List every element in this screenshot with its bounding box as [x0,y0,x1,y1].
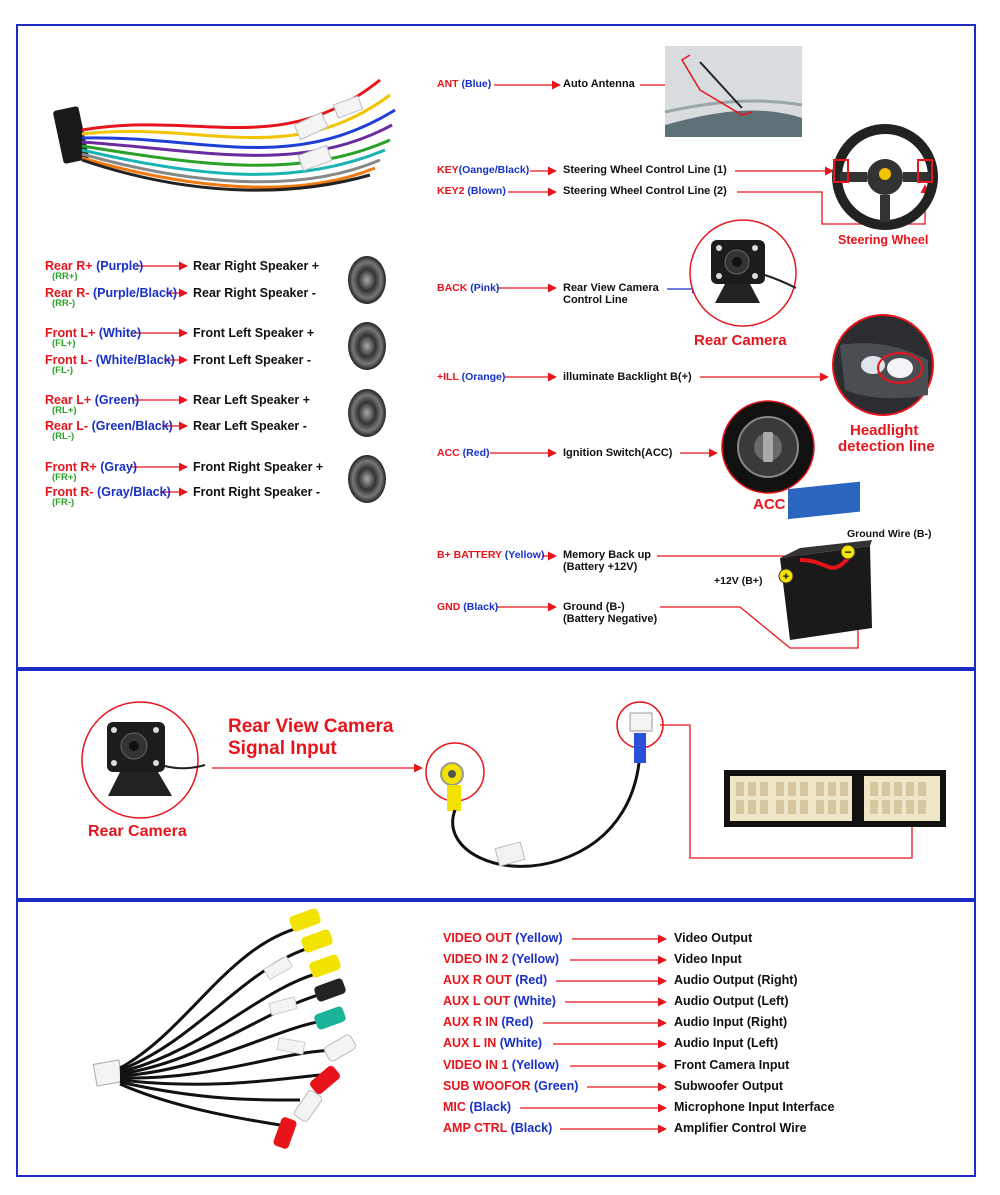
plus12v-label: +12V (B+) [714,575,763,587]
rca-label-sub-woofor: SUB WOOFOR (Green) [443,1079,579,1093]
rca-desc-video-in-1: Front Camera Input [674,1058,790,1072]
camera-signal-title-line2: Signal Input [228,738,337,759]
ant-desc: Auto Antenna [563,78,635,90]
battery-desc-line2: (Battery +12V) [563,561,638,573]
rca-desc-aux-r-out: Audio Output (Right) [674,973,798,987]
acc-label: ACC (Red) [437,447,490,459]
key2-desc: Steering Wheel Control Line (2) [563,185,727,197]
rear-camera-caption-top: Rear Camera [694,332,787,349]
speaker-desc-fl-plus: Front Left Speaker + [193,326,315,340]
key2-label: KEY2 (Blown) [437,185,506,197]
back-desc-line2: Control Line [563,294,628,306]
acc-desc: Ignition Switch(ACC) [563,447,673,459]
speaker-code-fl-minus: (FL-) [52,365,74,376]
headlight-caption-line2: detection line [838,438,935,455]
middle-panel [16,667,976,902]
speaker-desc-fr-minus: Front Right Speaker - [193,485,321,499]
speaker-arrows [130,261,188,497]
ant-label: ANT (Blue) [437,78,492,90]
back-desc-line1: Rear View Camera [563,282,659,294]
speaker-desc-fl-minus: Front Left Speaker - [193,353,312,367]
rca-desc-video-out: Video Output [674,931,753,945]
speaker-code-rl-plus: (RL+) [52,405,77,416]
battery-desc-line1: Memory Back up [563,549,652,561]
speaker-label-rl-plus: Rear L+ (Green) [45,393,140,407]
speaker-label-fl-plus: Front L+ (White) [45,326,142,340]
rca-label-video-in-1: VIDEO IN 1 (Yellow) [443,1058,560,1072]
speaker-desc-fr-plus: Front Right Speaker + [193,460,324,474]
antenna-photo [664,46,803,137]
rca-label-aux-l-out: AUX L OUT (White) [443,994,556,1008]
speaker-label-rr-plus: Rear R+ (Purple) [45,259,144,273]
rca-label-video-in-2: VIDEO IN 2 (Yellow) [443,952,560,966]
ill-label: +ILL (Orange) [437,371,506,383]
bottom-panel [16,898,976,1177]
key-desc: Steering Wheel Control Line (1) [563,164,727,176]
rca-harness-image [92,908,357,1149]
speaker-desc-rl-plus: Rear Left Speaker + [193,393,311,407]
rear-camera-caption-middle: Rear Camera [88,823,187,840]
speaker-label-fr-minus: Front R- (Gray/Black) [45,485,171,499]
gnd-desc-line1: Ground (B-) [563,601,625,613]
rca-label-mic: MIC (Black) [443,1100,512,1114]
rca-camera-cable [425,701,664,868]
rca-desc-amp-ctrl: Amplifier Control Wire [674,1121,807,1135]
speaker-icons [348,256,386,503]
rca-desc-aux-l-out: Audio Output (Left) [674,994,789,1008]
rca-label-video-out: VIDEO OUT (Yellow) [443,931,563,945]
steering-wheel-caption: Steering Wheel [838,233,929,247]
steering-wheel-image [832,124,938,230]
gnd-label: GND (Black) [437,601,499,613]
rca-desc-aux-r-in: Audio Input (Right) [674,1015,788,1029]
rear-camera-image-top [689,219,797,327]
speaker-desc-rl-minus: Rear Left Speaker - [193,419,307,433]
svg-text:−: − [844,545,851,559]
connector-link-line [660,724,913,859]
top-panel [16,24,976,671]
wiring-harness [53,78,396,192]
rca-label-amp-ctrl: AMP CTRL (Black) [443,1121,553,1135]
rca-arrows [520,934,667,1134]
speaker-desc-rr-plus: Rear Right Speaker + [193,259,320,273]
speaker-label-fr-plus: Front R+ (Gray) [45,460,138,474]
speaker-code-rr-minus: (RR-) [52,298,76,309]
rca-label-aux-l-in: AUX L IN (White) [443,1036,543,1050]
battery-image: + − [778,481,872,640]
battery-label: B+ BATTERY (Yellow) [437,549,545,561]
rca-desc-video-in-2: Video Input [674,952,742,966]
key-label: KEY(Oange/Black) [437,164,530,176]
svg-text:+: + [783,571,789,583]
rca-label-aux-r-in: AUX R IN (Red) [443,1015,534,1029]
rca-desc-aux-l-in: Audio Input (Left) [674,1036,779,1050]
rca-desc-sub-woofor: Subwoofer Output [674,1079,784,1093]
speaker-label-rr-minus: Rear R- (Purple/Black) [45,286,178,300]
speaker-code-rr-plus: (RR+) [52,271,78,282]
camera-signal-title-line1: Rear View Camera [228,716,394,737]
rca-desc-mic: Microphone Input Interface [674,1100,835,1114]
speaker-code-fr-plus: (FR+) [52,472,77,483]
speaker-code-fl-plus: (FL+) [52,338,76,349]
ill-desc: illuminate Backlight B(+) [563,371,692,383]
speaker-code-rl-minus: (RL-) [52,431,75,442]
back-label: BACK (Pink) [437,282,500,294]
acc-caption: ACC [753,496,786,513]
speaker-desc-rr-minus: Rear Right Speaker - [193,286,316,300]
gnd-desc-line2: (Battery Negative) [563,613,658,625]
ground-wire-label: Ground Wire (B-) [847,528,932,540]
acc-ignition-image [721,400,815,494]
headunit-connector-photo [724,770,946,827]
speaker-label-fl-minus: Front L- (White/Black) [45,353,175,367]
rear-camera-image-middle [81,701,206,819]
headlight-image [832,314,934,416]
speaker-code-fr-minus: (FR-) [52,497,75,508]
rca-label-aux-r-out: AUX R OUT (Red) [443,973,548,987]
speaker-label-rl-minus: Rear L- (Green/Black) [45,419,173,433]
headlight-caption-line1: Headlight [850,422,919,439]
